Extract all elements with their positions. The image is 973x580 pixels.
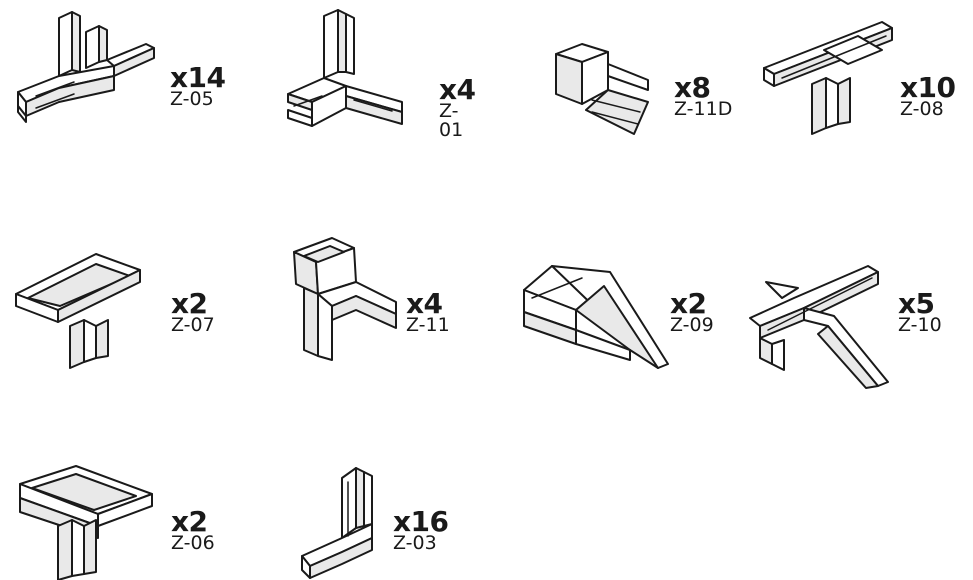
corner-t-connector-icon [15,253,141,369]
part-code: Z-07 [171,314,215,336]
part-code: Z-08 [900,98,944,120]
part-z-11d: x8 Z-11D [552,40,742,140]
part-code: Z-10 [898,314,942,336]
square-tube-elbow-connector-icon [555,43,649,135]
part-code: Z-05 [170,88,214,110]
part-z-01: x4 Z-01 [282,9,482,140]
part-quantity: x5 [898,287,935,320]
flat-corner-t-connector-icon [19,465,153,580]
part-quantity: x10 [900,71,956,104]
part-quantity: x4 [406,287,443,320]
part-code: Z-03 [393,532,437,554]
part-z-09: x2 Z-09 [518,264,718,374]
part-quantity: x14 [170,61,226,94]
l-connector-icon [301,467,373,579]
angled-corner-connector-icon [523,265,669,369]
part-z-11: x4 Z-11 [292,236,452,366]
part-z-05: x14 Z-05 [14,10,226,125]
part-z-06: x2 Z-06 [14,462,244,580]
part-quantity: x16 [393,505,449,538]
square-tube-t-connector-icon [293,237,397,361]
part-z-07: x2 Z-07 [14,250,244,370]
cross-t-connector-icon [763,21,893,135]
part-code: Z-01 [439,100,464,141]
three-way-corner-connector-icon [287,9,403,127]
part-quantity: x2 [171,505,208,538]
part-quantity: x8 [674,71,711,104]
part-z-08: x10 Z-08 [762,6,962,136]
part-quantity: x2 [171,287,208,320]
t-connector-icon [17,11,155,123]
part-code: Z-11 [406,314,450,336]
angled-cross-connector-icon [749,265,889,389]
part-code: Z-09 [670,314,714,336]
part-code: Z-11D [674,98,733,120]
part-quantity: x2 [670,287,707,320]
part-z-03: x16 Z-03 [298,460,458,580]
part-quantity: x4 [439,73,476,106]
part-z-10: x5 Z-10 [748,264,958,394]
part-code: Z-06 [171,532,215,554]
